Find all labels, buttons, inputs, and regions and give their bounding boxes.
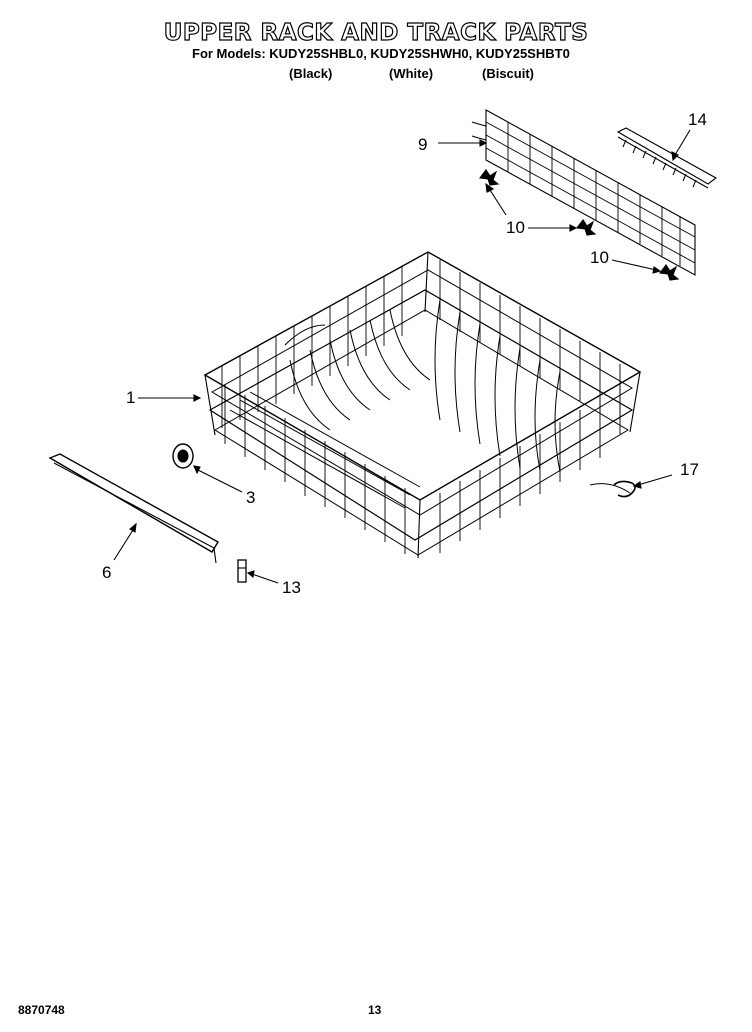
callout-10b: 10 bbox=[590, 248, 609, 267]
part-1-upper-rack[interactable] bbox=[203, 251, 642, 559]
part-10-clip-a[interactable] bbox=[478, 169, 500, 186]
part-10-clip-c[interactable] bbox=[658, 264, 680, 281]
callout-9: 9 bbox=[418, 135, 428, 154]
part-17-clip[interactable] bbox=[613, 480, 636, 498]
color-black: (Black) bbox=[289, 66, 333, 81]
doc-number: 8870748 bbox=[18, 1003, 65, 1017]
color-biscuit: (Biscuit) bbox=[482, 66, 534, 81]
callout-17: 17 bbox=[680, 460, 699, 479]
part-3-wheel[interactable] bbox=[172, 443, 194, 469]
callout-3: 3 bbox=[246, 488, 256, 507]
part-13-track-stop[interactable] bbox=[237, 559, 247, 583]
callout-14: 14 bbox=[688, 110, 707, 129]
callout-6: 6 bbox=[102, 563, 112, 582]
part-14-clip-bar[interactable] bbox=[616, 127, 718, 189]
page-number: 13 bbox=[368, 1003, 382, 1017]
callout-1: 1 bbox=[126, 388, 136, 407]
leader-lines bbox=[113, 129, 691, 584]
part-9-grid-panel[interactable] bbox=[471, 109, 696, 276]
part-10-clip-b[interactable] bbox=[575, 219, 597, 236]
color-white: (White) bbox=[389, 66, 434, 81]
part-6-track[interactable] bbox=[48, 453, 219, 564]
page-title: UPPER RACK AND TRACK PARTS bbox=[163, 19, 589, 46]
callout-10a: 10 bbox=[506, 218, 525, 237]
models-line: For Models: KUDY25SHBL0, KUDY25SHWH0, KU… bbox=[192, 46, 570, 61]
callout-13: 13 bbox=[282, 578, 301, 597]
